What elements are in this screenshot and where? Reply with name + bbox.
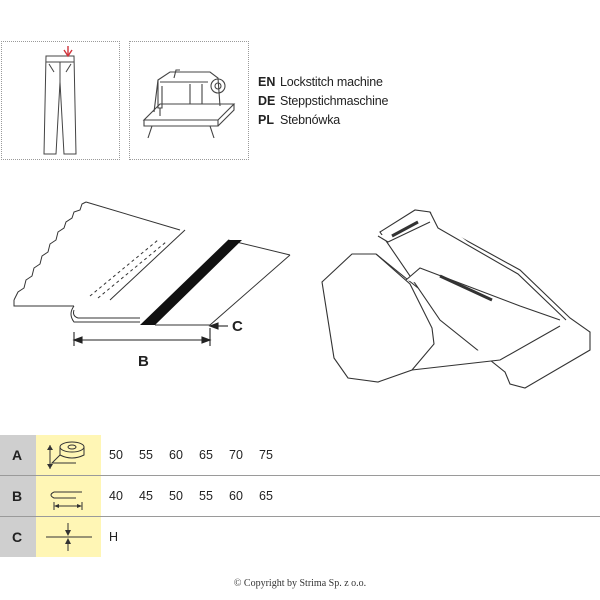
row-letter: B [0, 476, 36, 516]
trousers-icon [43, 46, 77, 155]
fabric-wavy-edge [13, 201, 87, 301]
sewing-machine-icon [142, 69, 236, 139]
folded-hem-width-icon [36, 476, 101, 516]
copyright-text: © Copyright by Strima Sp. z o.o. [233, 578, 367, 589]
material-thickness-icon [36, 517, 101, 557]
label-c: C [232, 318, 243, 335]
table-row-c: C H [0, 517, 600, 557]
machine-box [129, 41, 249, 160]
hem-diagram: B C [13, 201, 591, 389]
folder-attachment [321, 209, 591, 389]
row-letter: C [0, 517, 36, 557]
row-values: H [109, 530, 119, 544]
label-b: B [138, 353, 149, 370]
table-divider [0, 516, 600, 517]
tape-roll-width-icon [36, 435, 101, 475]
trousers-box [1, 41, 120, 160]
row-letter: A [0, 435, 36, 475]
table-divider [0, 475, 600, 476]
binding-tape [140, 240, 242, 325]
